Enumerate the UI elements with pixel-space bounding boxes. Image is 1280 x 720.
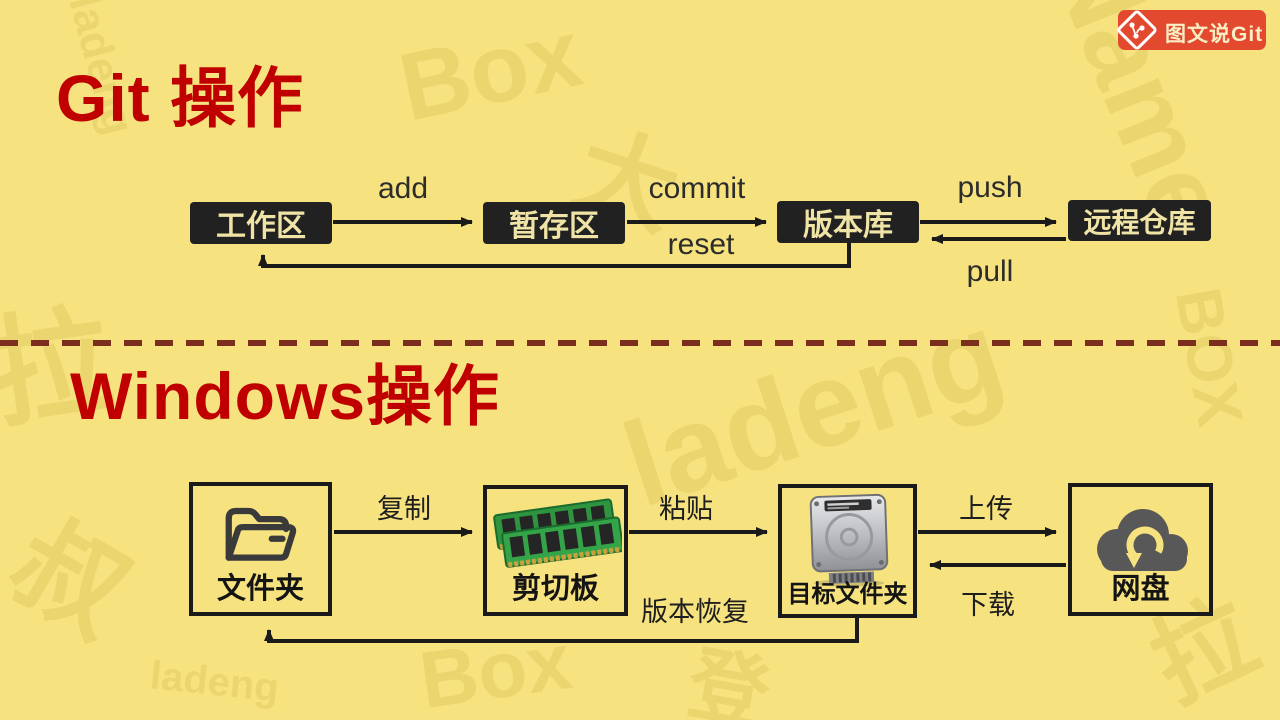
git-branch-icon xyxy=(1115,8,1159,52)
node-target-folder-label: 目标文件夹 xyxy=(787,581,908,608)
section-divider xyxy=(0,340,1280,346)
watermark-text: 叔 xyxy=(0,498,149,660)
node-cloud-drive-label: 网盘 xyxy=(1111,573,1170,605)
edge-label-copy: 复制 xyxy=(377,494,431,524)
cloud-sync-icon xyxy=(1087,501,1195,588)
edge-label-upload: 上传 xyxy=(959,494,1013,524)
edge-label-push: push xyxy=(957,171,1023,204)
node-folder: 文件夹 xyxy=(189,482,332,616)
watermark-text: 登 xyxy=(681,638,776,720)
node-local-repo: 版本库 xyxy=(777,201,919,243)
edge-label-paste: 粘贴 xyxy=(659,494,713,524)
node-staging-area: 暂存区 xyxy=(483,202,625,244)
edge-label-version-restore: 版本恢复 xyxy=(641,597,749,627)
edge-label-download: 下载 xyxy=(961,590,1015,620)
watermark-text: BOX xyxy=(1161,282,1257,432)
node-target-folder: 目标文件夹 xyxy=(778,484,917,618)
edge-label-add: add xyxy=(377,172,429,205)
node-clipboard: 剪切板 xyxy=(483,485,628,616)
ram-icon xyxy=(490,497,624,596)
section-title-git: Git 操作 xyxy=(56,61,304,135)
watermark-text: Box xyxy=(390,0,591,142)
node-remote-repo: 远程仓库 xyxy=(1068,200,1211,241)
edge-label-reset: reset xyxy=(667,228,735,261)
hard-drive-icon xyxy=(796,490,900,593)
brand-name: 图文说Git xyxy=(1165,23,1264,46)
section-title-windows: Windows操作 xyxy=(70,359,501,433)
edge-label-commit: commit xyxy=(648,172,746,205)
node-cloud-drive: 网盘 xyxy=(1068,483,1213,616)
node-workspace: 工作区 xyxy=(190,202,332,244)
watermark-text: ladeng xyxy=(148,653,281,711)
edge-label-pull: pull xyxy=(966,255,1014,288)
node-folder-label: 文件夹 xyxy=(216,573,304,605)
brand-badge: 图文说Git xyxy=(1115,8,1266,52)
watermark-text: Box xyxy=(414,615,577,720)
folder-icon xyxy=(218,498,304,581)
node-clipboard-label: 剪切板 xyxy=(511,573,599,605)
